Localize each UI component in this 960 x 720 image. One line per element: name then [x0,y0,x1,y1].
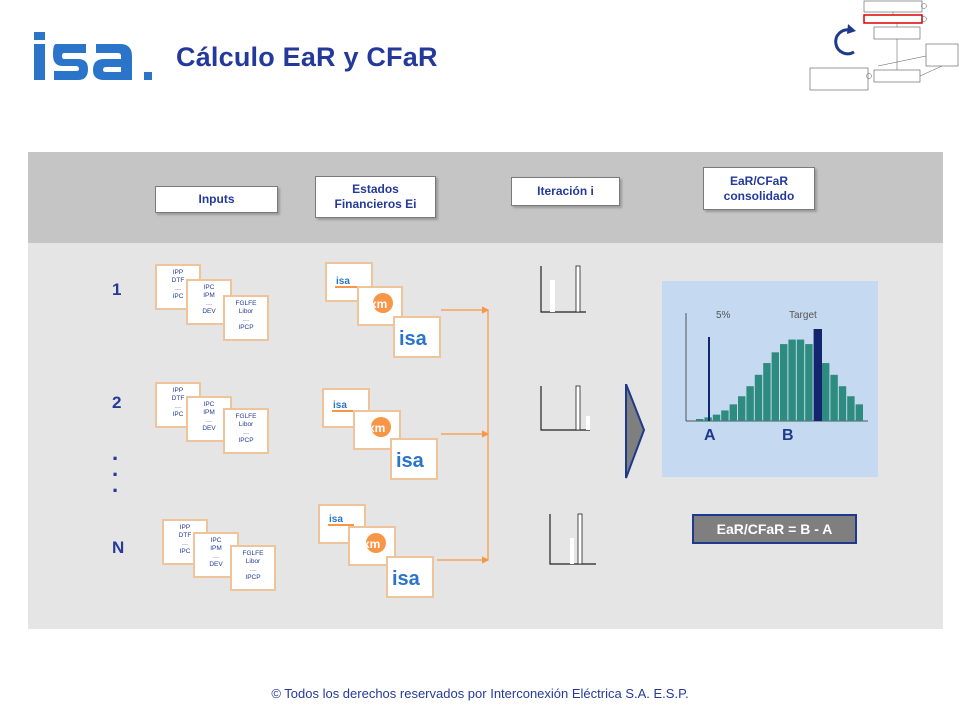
svg-text:isa: isa [329,514,343,525]
svg-text:isa: isa [333,400,347,411]
isa-mini-logo: isa [328,514,354,526]
row-label-2: 2 [112,393,122,412]
histogram-bar [788,339,796,421]
svg-text:isa: isa [336,276,350,287]
b-label: B [782,427,794,444]
histogram-bar [830,374,838,421]
xm-statement-card: xm [353,410,401,450]
histogram-bar [855,404,863,421]
isa-statement-card: isa [386,556,434,598]
target-bar [813,329,822,421]
histogram-bar [746,386,754,421]
chevron-right-icon [625,384,646,479]
histogram-bar [780,344,788,421]
xm-mini-logo: xm [363,533,386,553]
histogram-bar [805,344,813,421]
process-thumbnail[interactable] [808,0,960,96]
isa-mini-logo: isa [396,450,425,472]
iteration-chart [540,265,586,313]
xm-mini-logo: xm [368,417,391,437]
histogram-bar [738,396,746,421]
iteration-chart [540,385,590,431]
loss-histogram [685,313,868,422]
row-label-n: N [112,538,125,557]
inputs-header: Inputs [155,186,278,213]
a-label: A [704,427,716,444]
svg-text:isa: isa [396,450,425,472]
isa-statement-card: isa [390,438,438,480]
flow-connectors [437,265,596,565]
isa-statement-card: isa [318,504,366,544]
xm-mini-logo: xm [370,293,393,313]
histogram-bar [754,374,763,421]
percentile-label: 5% [716,310,731,321]
histogram-bar [822,363,830,421]
isa-statement-card: isa [325,262,373,302]
histogram-bar [729,404,737,421]
copyright-footer: © Todos los derechos reservados por Inte… [271,686,689,701]
iteration-header: Iteración i [511,177,620,206]
target-label: Target [789,310,817,321]
histogram-bar [838,386,847,421]
histogram-bar [796,339,805,421]
svg-text:isa: isa [399,328,428,350]
histogram-bar [771,352,779,421]
statements-header: Estados Financieros Ei [315,176,436,218]
isa-mini-logo: isa [335,276,361,288]
histogram-bar [696,419,704,421]
svg-text:xm: xm [370,297,387,311]
page-title: Cálculo EaR y CFaR [176,42,438,72]
isa-statement-card: isa [393,316,441,358]
consolidated-header: EaR/CFaR consolidado [703,167,815,210]
svg-text:xm: xm [363,537,380,551]
histogram-bar [847,396,855,421]
svg-text:isa: isa [392,568,421,590]
histogram-bar [721,410,729,421]
result-formula: EaR/CFaR = B - A [692,514,857,544]
ellipsis-dots: ... [112,440,119,497]
isa-mini-logo: isa [392,568,421,590]
isa-mini-logo: isa [399,328,428,350]
histogram-bar [763,363,771,421]
iteration-chart [549,513,596,565]
isa-mini-logo: isa [332,400,358,412]
row-label-1: 1 [112,280,122,299]
isa-logo [34,32,152,80]
histogram-bar [712,414,721,421]
svg-text:xm: xm [368,421,385,435]
